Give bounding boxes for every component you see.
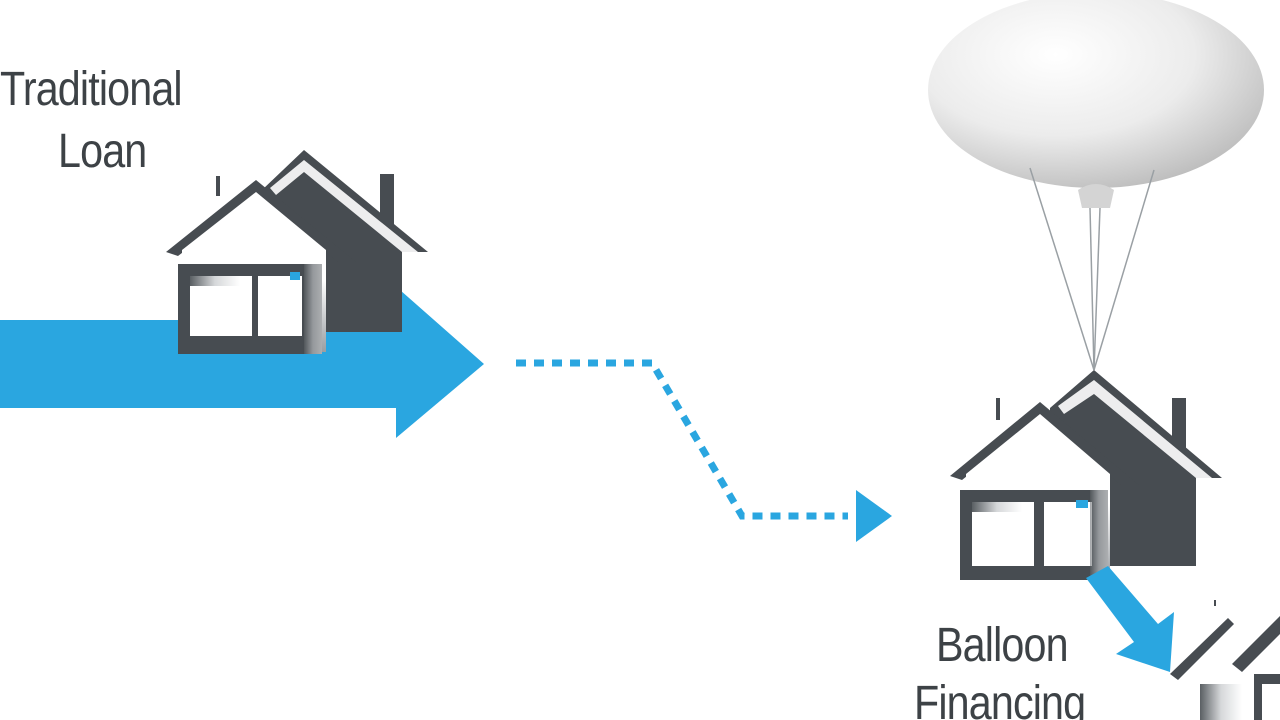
dotted-arrow-icon (516, 359, 892, 542)
small-arrow-icon (1086, 566, 1174, 672)
balloon-icon (928, 0, 1264, 371)
house-icon (166, 150, 428, 354)
balloon-financing-label-second-line: Financing (914, 677, 1086, 720)
traditional-loan-label-second-line: Loan (58, 125, 147, 178)
traditional-loan-label: Traditional (0, 63, 183, 116)
balloon-financing-label: Balloon (936, 619, 1069, 672)
house-icon (1170, 600, 1280, 720)
house-icon (950, 370, 1222, 580)
